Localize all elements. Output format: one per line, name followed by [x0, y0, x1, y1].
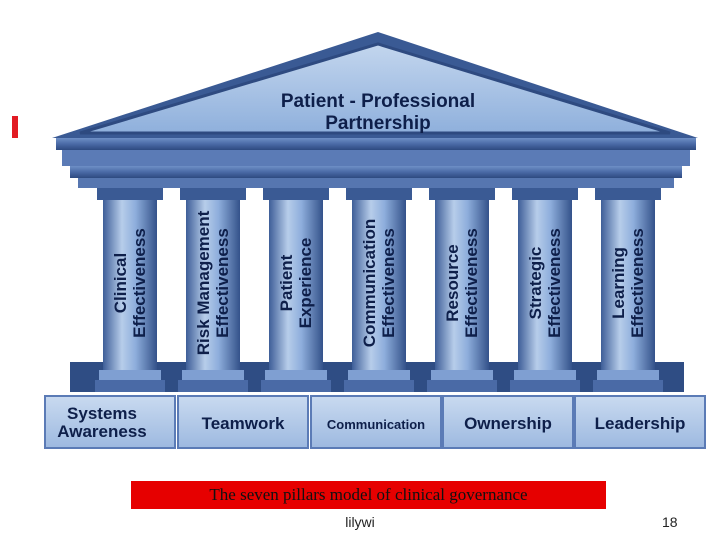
- base-block-stone: [177, 395, 309, 449]
- roof-title-line2: Partnership: [325, 113, 431, 134]
- pillar-base: [265, 370, 327, 380]
- pillar: PatientExperience: [261, 188, 331, 392]
- pillar-label: PatientExperience: [277, 238, 315, 329]
- pillar: LearningEffectiveness: [593, 188, 663, 392]
- pillar-label: CommunicationEffectiveness: [360, 219, 398, 347]
- pillar-label-line1: Resource: [443, 244, 462, 321]
- pillar-base: [348, 370, 410, 380]
- pillar-base: [99, 370, 161, 380]
- pillar-label-line2: Experience: [296, 238, 315, 329]
- pillar-plinth: [427, 380, 497, 392]
- base-label: Leadership: [595, 414, 686, 433]
- pillar-base: [431, 370, 493, 380]
- base-label-line2: Awareness: [57, 422, 146, 441]
- pillar-label-line2: Effectiveness: [213, 228, 232, 338]
- pillar: ClinicalEffectiveness: [95, 188, 165, 392]
- pillar-capital: [263, 188, 329, 200]
- pillar-shaft: [103, 200, 157, 372]
- pillar-label-line1: Strategic: [526, 247, 545, 320]
- pillar-shaft: [601, 200, 655, 372]
- base-block-stone: [310, 395, 442, 449]
- base-block-stone: [44, 395, 176, 449]
- base-block: Ownership: [442, 395, 574, 449]
- pillar-label-line1: Patient: [277, 254, 296, 311]
- pillar-capital: [180, 188, 246, 200]
- roof-pediment: Patient - Professional Partnership: [52, 32, 698, 188]
- pillar-base: [514, 370, 576, 380]
- pillar-label-line1: Clinical: [111, 253, 130, 313]
- base-block: Teamwork: [177, 395, 309, 449]
- pillar: StrategicEffectiveness: [510, 188, 580, 392]
- pillar-label-line2: Effectiveness: [628, 228, 647, 338]
- pillar-shaft: [186, 200, 240, 372]
- pillar-label-line2: Effectiveness: [462, 228, 481, 338]
- red-accent-mark: [12, 116, 18, 138]
- pillar-plinth: [593, 380, 663, 392]
- footer-author: lilywi: [345, 514, 375, 530]
- pillar-label-line2: Effectiveness: [379, 228, 398, 338]
- pillar-base: [597, 370, 659, 380]
- base-label-line1: Systems: [67, 404, 137, 423]
- pillar-label: ResourceEffectiveness: [443, 228, 481, 338]
- pillar-label: ClinicalEffectiveness: [111, 228, 149, 338]
- pillar-capital: [346, 188, 412, 200]
- pillar-capital: [595, 188, 661, 200]
- pillar-label: LearningEffectiveness: [609, 228, 647, 338]
- pillar-plinth: [510, 380, 580, 392]
- base-block: Leadership: [574, 395, 706, 449]
- pillar: CommunicationEffectiveness: [344, 188, 414, 392]
- pillar-shaft: [352, 200, 406, 372]
- base-label: Teamwork: [202, 414, 285, 433]
- base-block-stone: [442, 395, 574, 449]
- pillar-label-line2: Effectiveness: [130, 228, 149, 338]
- base-block-stone: [574, 395, 706, 449]
- pillar-shaft: [518, 200, 572, 372]
- temple-diagram: Patient - Professional Partnership Clini…: [44, 32, 706, 449]
- pillar-label-line1: Learning: [609, 247, 628, 319]
- pillar: ResourceEffectiveness: [427, 188, 497, 392]
- pillar-capital: [429, 188, 495, 200]
- pillar-capital: [512, 188, 578, 200]
- pillar-label-line1: Risk Management: [194, 210, 213, 355]
- pillar-plinth: [344, 380, 414, 392]
- base-label: Ownership: [464, 414, 552, 433]
- pillar: Risk ManagementEffectiveness: [178, 188, 248, 392]
- pillar-label-line1: Communication: [360, 219, 379, 347]
- roof-title-line1: Patient - Professional: [281, 91, 475, 112]
- base-block: Communication: [310, 395, 442, 449]
- base-label: Communication: [327, 417, 425, 432]
- pillar-label: Risk ManagementEffectiveness: [194, 210, 232, 355]
- caption-banner: The seven pillars model of clinical gove…: [131, 481, 606, 509]
- pillar-base: [182, 370, 244, 380]
- pillar-shaft: [435, 200, 489, 372]
- pillar-plinth: [95, 380, 165, 392]
- pillar-label-line2: Effectiveness: [545, 228, 564, 338]
- pillar-shaft: [269, 200, 323, 372]
- pillar-plinth: [178, 380, 248, 392]
- pillar-plinth: [261, 380, 331, 392]
- pillar-capital: [97, 188, 163, 200]
- pillar-label: StrategicEffectiveness: [526, 228, 564, 338]
- page-number: 18: [662, 514, 678, 530]
